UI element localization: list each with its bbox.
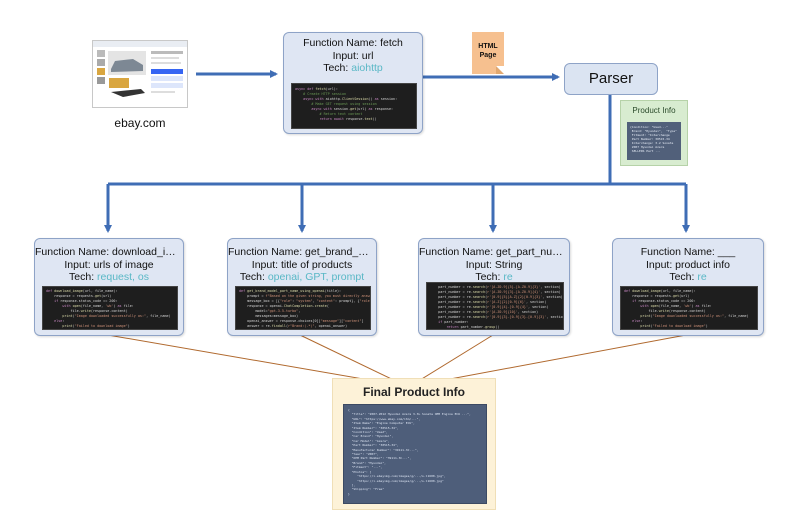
fn1-code-snippet: def download_image(url, file_name): resp… [42, 286, 178, 330]
source-label: ebay.com [114, 116, 166, 130]
html-page-line2: Page [479, 52, 497, 59]
final-product-info-note: Final Product Info { "Title": "2007-2012… [332, 378, 496, 510]
final-title: Final Product Info [363, 385, 465, 399]
product-info-function-box: Function Name: ___ Input: product info T… [612, 238, 764, 336]
parser-box: Parser [564, 63, 658, 95]
fn3-input: Input: String [465, 258, 523, 271]
get-part-number-function-box: Function Name: get_part_number Input: St… [418, 238, 570, 336]
final-json-snippet: { "Title": "2007-2012 Hyundai Azera 3.3L… [343, 404, 487, 504]
fn2-code-snippet: def get_brand_model_part_name_using_open… [235, 286, 371, 330]
fn4-tech: Tech: re [669, 271, 707, 283]
product-info-note: Product Info {Condition: "Used..." Brand… [620, 100, 688, 166]
fn4-input: Input: product info [645, 258, 731, 271]
fn2-name: Function Name: get_brand_m… [228, 246, 376, 258]
arrow-fn4-to-final [417, 334, 687, 388]
get-brand-function-box: Function Name: get_brand_m… Input: title… [227, 238, 377, 336]
fn1-name: Function Name: download_image [35, 246, 183, 258]
fn1-input: Input: urls of image [64, 258, 154, 271]
fn3-name: Function Name: get_part_number [419, 246, 569, 258]
fetch-input: Input: url [332, 49, 374, 62]
arrow-part-to-final [411, 334, 494, 386]
arrow-download-to-final [107, 334, 399, 388]
fn3-code-snippet: part_number = re.search(r'[A-Z0-9]{5}-[A… [426, 282, 564, 330]
fetch-function-box: Function Name: fetch Input: url Tech: ai… [283, 32, 423, 134]
fn4-name: Function Name: ___ [640, 246, 736, 258]
fetch-tech: Tech: aiohttp [323, 62, 383, 74]
arrow-brand-to-final [299, 334, 405, 386]
fetch-name: Function Name: fetch [303, 37, 403, 49]
product-info-title: Product Info [632, 106, 676, 115]
fetch-code-snippet: async def fetch(url): # Create HTTP sess… [291, 83, 417, 129]
fn2-input: Input: title of products [251, 258, 353, 271]
ebay-listing-screenshot [92, 40, 188, 108]
product-info-snippet: {Condition: "Used..." Brand: "Hyundai", … [627, 122, 681, 160]
fn4-code-snippet: def download_image(url, file_name): resp… [620, 286, 758, 330]
fn2-tech: Tech: openai, GPT, prompt [239, 271, 365, 283]
screenshot-image [93, 41, 187, 97]
download-image-function-box: Function Name: download_image Input: url… [34, 238, 184, 336]
html-page-line1: HTML [478, 43, 498, 50]
fn1-tech: Tech: request, os [69, 271, 149, 283]
html-page-note: HTML Page [472, 32, 504, 74]
